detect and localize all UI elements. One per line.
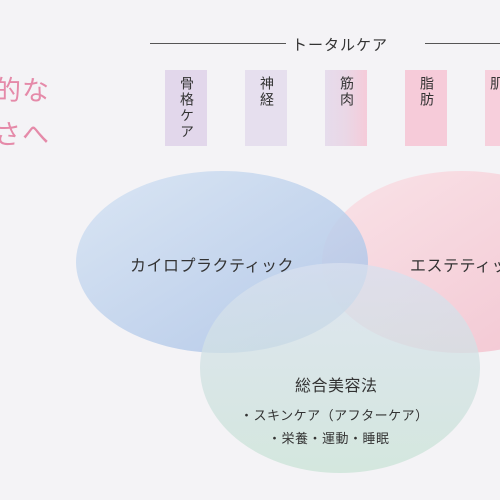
combined-detail-2: ・栄養・運動・睡眠: [268, 432, 390, 447]
venn-circle-combined: [200, 263, 480, 473]
headline-text: 的な さへ: [0, 70, 50, 158]
care-box-fat: 脂肪: [405, 70, 447, 146]
care-box-label: 肌: [488, 76, 500, 92]
care-box-nerve: 神経: [245, 70, 287, 146]
care-box-label: 脂肪: [418, 76, 434, 108]
care-box-muscle: 筋肉: [325, 70, 367, 146]
care-box-label: 骨格ケア: [178, 76, 194, 140]
care-box-label: 神経: [258, 76, 274, 108]
total-care-label: トータルケア: [292, 36, 389, 54]
combined-label: 総合美容法: [295, 376, 378, 395]
headline-line-1: 的な: [0, 76, 50, 107]
esthe-label: エステティック: [410, 256, 500, 275]
total-care-line-right: [425, 43, 500, 44]
care-box-skeleton: 骨格ケア: [165, 70, 207, 146]
combined-detail-1: ・スキンケア（アフターケア）: [240, 409, 429, 424]
care-box-label: 筋肉: [338, 76, 354, 108]
headline-line-2: さへ: [0, 120, 50, 151]
chiro-label: カイロプラクティック: [130, 256, 295, 275]
care-box-skin: 肌: [485, 70, 500, 146]
total-care-line-left: [150, 43, 286, 44]
